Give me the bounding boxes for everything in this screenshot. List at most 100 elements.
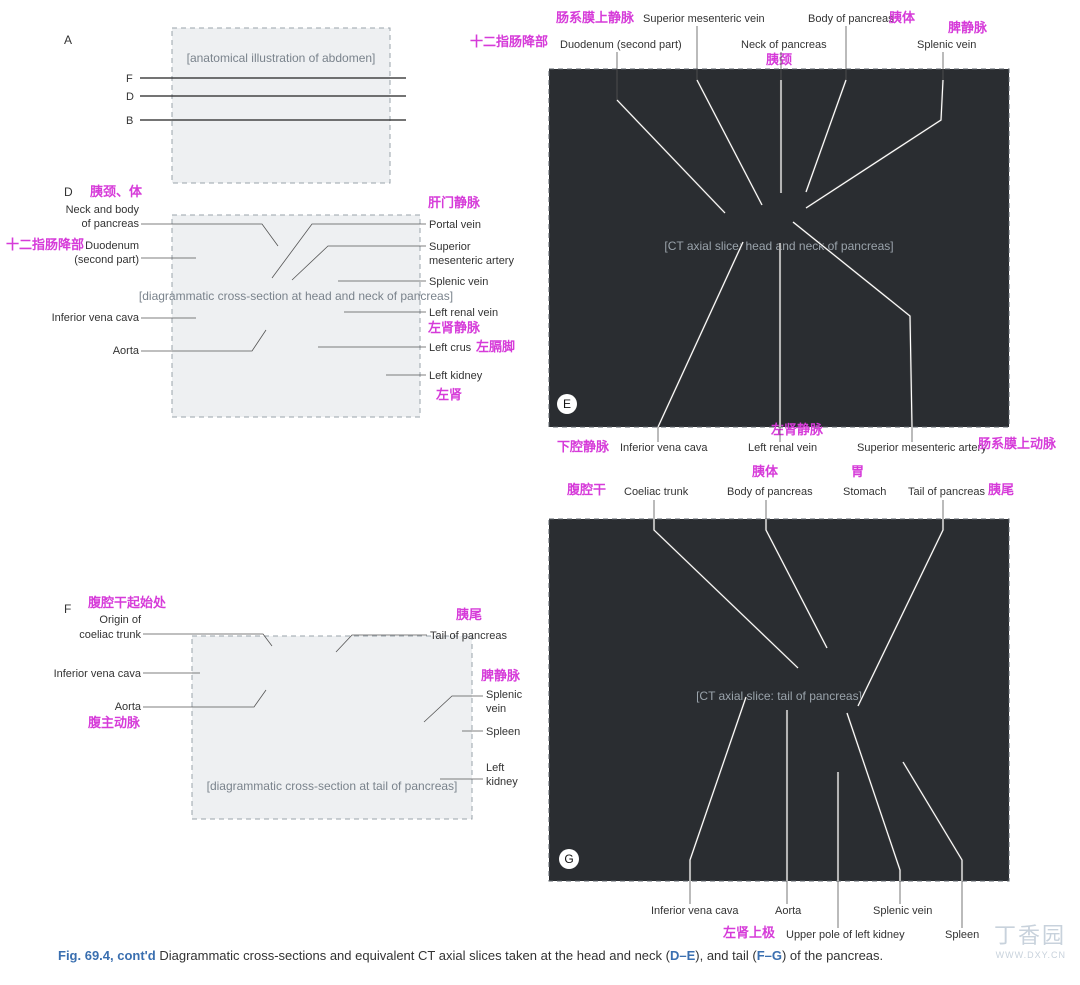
- f-label-tail-cn: 胰尾: [456, 607, 482, 623]
- d-label-ivc: Inferior vena cava: [52, 312, 140, 324]
- f-leader-aorta: [143, 689, 267, 708]
- e-label-smv-cn: 肠系膜上静脉: [556, 10, 635, 26]
- f-leader-origin: [143, 633, 273, 647]
- cut-label-d: D: [126, 91, 134, 103]
- d-label-neck-body-1: Neck and body: [66, 204, 140, 216]
- e-leader-smv: [696, 79, 763, 206]
- panel-e-letter-badge: [557, 394, 577, 414]
- panel-g-letter: G: [564, 852, 573, 866]
- e-label-duodenum: Duodenum (second part): [560, 39, 682, 51]
- f-label-spleen: Spleen: [486, 726, 520, 738]
- e-label-left-renal-vein: Left renal vein: [748, 442, 817, 454]
- panel-d-placeholder-text: [diagrammatic cross-section at head and …: [139, 289, 453, 303]
- panel-f: F 腹腔干起始处 [diagrammatic cross-section at …: [54, 595, 523, 820]
- e-label-ivc: Inferior vena cava: [620, 442, 708, 454]
- g-label-coeliac-cn: 腹腔干: [567, 482, 606, 498]
- caption-panels-1: D–E: [669, 948, 696, 963]
- g-leader-ivc: [689, 696, 747, 881]
- panel-a-letter: A: [64, 33, 72, 47]
- g-label-upper-pole-cn: 左肾上极: [723, 925, 776, 941]
- e-label-neck-pancreas: Neck of pancreas: [741, 39, 827, 51]
- f-label-origin-cn: 腹腔干起始处: [88, 595, 167, 611]
- d-label-duodenum-2: (second part): [74, 254, 139, 266]
- g-label-splenic-vein: Splenic vein: [873, 905, 932, 917]
- caption-panels-2: F–G: [756, 948, 782, 963]
- panel-a-placeholder-text: [anatomical illustration of abdomen]: [187, 51, 376, 65]
- e-label-body-pancreas: Body of pancreas: [808, 13, 894, 25]
- e-leader-duodenum: [616, 99, 726, 214]
- g-label-body-pancreas-cn: 胰体: [752, 464, 779, 480]
- g-label-upper-pole: Upper pole of left kidney: [786, 929, 905, 941]
- caption-text-2: ), and tail (: [695, 948, 757, 963]
- f-label-aorta: Aorta: [115, 701, 142, 713]
- e-leader-sma: [792, 221, 913, 428]
- f-label-splenic-vein-cn: 脾静脉: [481, 668, 521, 684]
- g-label-spleen: Spleen: [945, 929, 979, 941]
- g-leader-body: [765, 519, 828, 649]
- watermark-logo: 丁香园: [993, 924, 1066, 949]
- d-label-portal-cn: 肝门静脉: [428, 195, 481, 211]
- e-leader-body: [805, 79, 847, 193]
- panel-f-placeholder-text: [diagrammatic cross-section at tail of p…: [207, 779, 458, 793]
- panel-f-diagram-placeholder: [191, 635, 473, 820]
- d-leader-sma: [291, 245, 426, 281]
- d-label-left-kidney: Left kidney: [429, 370, 483, 382]
- d-label-left-kidney-cn: 左肾: [436, 387, 463, 403]
- f-leader-splenic-vein: [423, 695, 483, 723]
- e-label-sma: Superior mesenteric artery: [857, 442, 987, 454]
- d-leader-aorta: [141, 329, 267, 352]
- panel-d-diagram-placeholder: [171, 214, 421, 418]
- g-label-stomach-cn: 胃: [851, 465, 864, 480]
- e-leader-ivc: [657, 241, 744, 428]
- d-label-duodenum-cn: 十二指肠降部: [6, 237, 84, 253]
- panel-g-ct-placeholder: [548, 518, 1010, 882]
- figure-caption: Fig. 69.4, cont'd Diagrammatic cross-sec…: [58, 948, 1058, 963]
- d-label-left-crus-cn: 左膈脚: [476, 339, 515, 355]
- panel-g: [CT axial slice: tail of pancreas] G 腹腔干…: [548, 464, 1014, 941]
- g-label-stomach: Stomach: [843, 486, 886, 498]
- d-label-aorta: Aorta: [113, 345, 140, 357]
- f-label-ivc: Inferior vena cava: [54, 668, 142, 680]
- d-label-sma-2: mesenteric artery: [429, 255, 514, 267]
- e-label-smv: Superior mesenteric vein: [643, 13, 765, 25]
- e-label-splenic-vein-cn: 脾静脉: [948, 20, 988, 36]
- g-label-aorta: Aorta: [775, 905, 802, 917]
- panel-d: D 胰颈、体 [diagrammatic cross-section at he…: [6, 184, 515, 418]
- f-label-left-kidney-2: kidney: [486, 776, 518, 788]
- e-label-splenic-vein: Splenic vein: [917, 39, 976, 51]
- d-label-left-crus: Left crus: [429, 342, 472, 354]
- cut-label-b: B: [126, 115, 133, 127]
- caption-lead: Fig. 69.4, cont'd: [58, 948, 156, 963]
- e-leader-splenic: [805, 79, 944, 209]
- g-label-body-pancreas: Body of pancreas: [727, 486, 813, 498]
- d-label-left-renal-vein-cn: 左肾静脉: [428, 320, 481, 336]
- g-label-tail: Tail of pancreas: [908, 486, 986, 498]
- f-label-left-kidney-1: Left: [486, 762, 504, 774]
- f-label-tail: Tail of pancreas: [430, 630, 508, 642]
- panel-d-title-cn: 胰颈、体: [90, 184, 143, 200]
- panel-e-letter: E: [563, 397, 571, 411]
- d-label-splenic-vein: Splenic vein: [429, 276, 488, 288]
- caption-text-1: Diagrammatic cross-sections and equivale…: [159, 948, 670, 963]
- d-label-neck-body-2: of pancreas: [82, 218, 140, 230]
- panel-f-letter: F: [64, 602, 71, 616]
- watermark-url: WWW.DXY.CN: [995, 950, 1066, 960]
- d-label-duodenum-1: Duodenum: [85, 240, 139, 252]
- f-label-origin-1: Origin of: [99, 614, 142, 626]
- d-leader-neck-body: [141, 223, 279, 247]
- d-leader-portal: [271, 223, 426, 279]
- f-label-origin-2: coeliac trunk: [79, 629, 141, 641]
- f-label-splenic-vein-2: vein: [486, 703, 506, 715]
- e-label-left-renal-vein-cn: 左肾静脉: [771, 422, 824, 438]
- d-label-left-renal-vein: Left renal vein: [429, 307, 498, 319]
- g-leader-splenic: [846, 712, 901, 881]
- g-label-coeliac: Coeliac trunk: [624, 486, 689, 498]
- g-leader-lines: [652, 500, 964, 928]
- caption-text-3: ) of the pancreas.: [781, 948, 884, 963]
- cut-label-f: F: [126, 73, 133, 85]
- g-leader-tail: [857, 519, 944, 707]
- e-label-ivc-cn: 下腔静脉: [557, 439, 610, 455]
- e-leader-lines: [616, 26, 945, 442]
- panel-e: [CT axial slice: head and neck of pancre…: [470, 10, 1057, 455]
